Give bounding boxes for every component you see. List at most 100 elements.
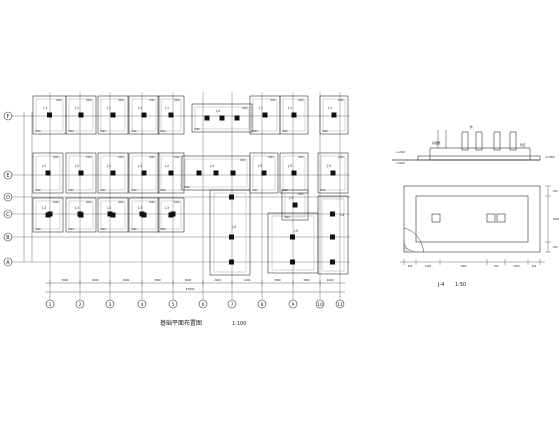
footing-dim: 1600 bbox=[86, 99, 92, 102]
note-text: 柱 bbox=[470, 125, 473, 129]
footing-step bbox=[35, 98, 64, 132]
axis-label-col: 2 bbox=[79, 302, 82, 308]
column bbox=[230, 170, 236, 176]
column bbox=[47, 112, 52, 118]
footing-outline bbox=[157, 152, 185, 194]
hatch-line bbox=[403, 245, 414, 253]
column bbox=[141, 112, 147, 118]
footing-dim: 1600 bbox=[242, 107, 248, 110]
footing-outline bbox=[65, 95, 97, 135]
detail-dim-text: 250 bbox=[408, 265, 413, 268]
axis-bubble-col bbox=[45, 299, 55, 309]
footing-label: J-4 bbox=[339, 213, 344, 217]
footing-dim: 1600 bbox=[131, 130, 137, 133]
column bbox=[168, 170, 174, 176]
column bbox=[170, 211, 176, 217]
column bbox=[229, 194, 234, 200]
footing-outline bbox=[128, 197, 160, 233]
footing-label: J-1 bbox=[74, 106, 79, 110]
axis-bubble-col bbox=[257, 299, 267, 309]
axis-label-col: 3 bbox=[109, 302, 112, 308]
column bbox=[110, 170, 116, 176]
footing-dim: 1600 bbox=[149, 99, 155, 102]
footing-step bbox=[131, 98, 157, 132]
footing-label: J-5 bbox=[287, 164, 292, 168]
column bbox=[78, 112, 84, 118]
footing-outline bbox=[97, 95, 129, 135]
footing-label: J-1 bbox=[327, 106, 332, 110]
note-text: 基础梁 bbox=[432, 141, 441, 145]
footing-outline bbox=[191, 103, 253, 133]
column bbox=[292, 202, 298, 208]
column bbox=[213, 170, 219, 176]
axis-bubble-row bbox=[3, 209, 13, 219]
footing-label: J-1 bbox=[106, 106, 111, 110]
footing-dim: 1600 bbox=[100, 189, 106, 192]
column bbox=[330, 234, 335, 240]
dim-text-total: 33600 bbox=[186, 287, 195, 291]
footing-outline bbox=[65, 152, 97, 194]
footing-label: J-2 bbox=[106, 164, 111, 168]
level-mark: -1.800 bbox=[395, 161, 405, 165]
axis-label-row: D bbox=[6, 195, 10, 201]
dim-text: 3600 bbox=[274, 278, 281, 282]
dim-text: 3600 bbox=[185, 278, 192, 282]
strip-footing bbox=[209, 189, 251, 276]
footing-dim: 1600 bbox=[174, 201, 180, 204]
footing-dim: 1600 bbox=[270, 99, 276, 102]
column-plan bbox=[431, 213, 441, 223]
footing-plan-outer bbox=[403, 185, 541, 253]
captions: 基础平面布置图 1:100 J-4 1:50 bbox=[160, 282, 466, 327]
footing-dim: 1600 bbox=[86, 156, 92, 159]
footing-dim: 1600 bbox=[53, 201, 59, 204]
footing-dim: 1600 bbox=[160, 189, 166, 192]
footing-step bbox=[320, 155, 346, 191]
column bbox=[110, 112, 116, 118]
axis-bubble-col bbox=[137, 299, 147, 309]
footing-dim: 1600 bbox=[86, 201, 92, 204]
footing-label: J-1 bbox=[137, 106, 142, 110]
footing-outline bbox=[128, 95, 160, 135]
footing-dim: 1600 bbox=[68, 228, 74, 231]
axis-bubble-row bbox=[3, 192, 13, 202]
footing-dim: 1600 bbox=[160, 130, 166, 133]
footing-dim: 1600 bbox=[320, 189, 326, 192]
footing-dim: 1600 bbox=[298, 156, 304, 159]
footing-dim: 1600 bbox=[68, 189, 74, 192]
footing-dim: 1600 bbox=[298, 193, 304, 196]
hatch-arc bbox=[403, 227, 425, 253]
plan-title: 基础平面布置图 bbox=[160, 319, 202, 327]
footing-step bbox=[131, 200, 157, 230]
footing-label: J-3 bbox=[106, 206, 111, 210]
column bbox=[331, 112, 337, 118]
cushion-section bbox=[417, 155, 541, 161]
axis-bubble-row bbox=[3, 232, 13, 242]
column bbox=[139, 211, 145, 217]
dim-text: 3600 bbox=[92, 278, 99, 282]
dim-text: 3600 bbox=[62, 278, 69, 282]
axis-label-col: 7 bbox=[231, 302, 234, 308]
footing-label: J-1 bbox=[287, 106, 292, 110]
footing-label: J-1 bbox=[164, 106, 169, 110]
footing-step bbox=[68, 98, 94, 132]
detail-title: J-4 bbox=[437, 282, 444, 288]
detail-dim-text: 2000 bbox=[460, 265, 467, 268]
footing-label: J-2 bbox=[164, 164, 169, 168]
footing-step bbox=[160, 98, 182, 132]
axis-bubble-col bbox=[75, 299, 85, 309]
footing-label: J-5 bbox=[293, 229, 298, 233]
footing-outline bbox=[249, 152, 279, 194]
dim-text: 2400 bbox=[214, 278, 221, 282]
footing-dim: 1600 bbox=[53, 156, 59, 159]
column bbox=[110, 212, 116, 218]
axis-label-row: E bbox=[6, 173, 9, 179]
column bbox=[78, 170, 84, 176]
column bbox=[330, 259, 335, 265]
footing-step bbox=[68, 200, 94, 230]
footing-label: J-3 bbox=[74, 206, 79, 210]
dim-text: 1200 bbox=[244, 278, 251, 282]
footing-step bbox=[35, 200, 61, 230]
footing-dim: 1600 bbox=[68, 130, 74, 133]
footing-step bbox=[252, 98, 278, 132]
